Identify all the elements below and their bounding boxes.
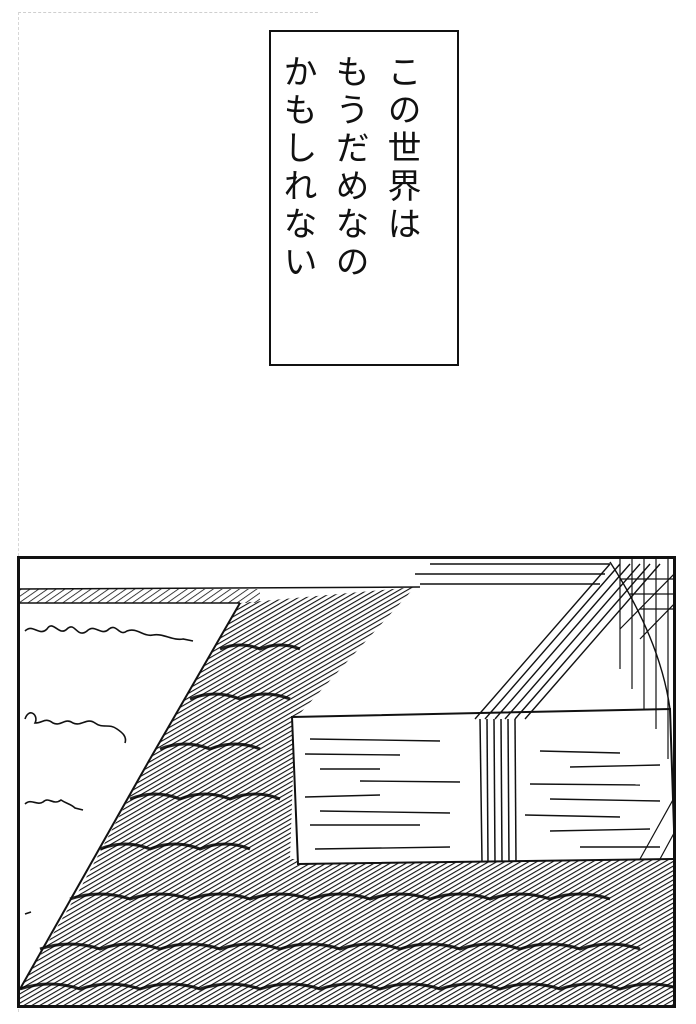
- shrub-scribbles: [24, 625, 194, 915]
- narration-caption-box: この世界は もうだめなの かもしれない: [269, 30, 459, 366]
- shrub-scribble-4: [24, 911, 32, 915]
- shrub-scribble-2: [24, 712, 127, 744]
- building-wall: [290, 707, 673, 866]
- narration-text: この世界は もうだめなの かもしれない: [271, 54, 427, 344]
- caption-line-3: かもしれない: [277, 54, 317, 282]
- page-guide-left: [18, 12, 19, 1012]
- crosshatch-corner: [619, 559, 673, 860]
- hedge-top-strip: [20, 586, 421, 604]
- caption-line-1: この世界は: [381, 54, 421, 244]
- manga-panel: [17, 556, 676, 1008]
- page-guide-top: [18, 12, 318, 13]
- shrub-scribble-3: [24, 799, 84, 811]
- shrub-scribble-1: [24, 625, 194, 642]
- cobblestone-path: [20, 587, 673, 1005]
- panel-illustration: [20, 559, 673, 1005]
- caption-line-2: もうだめなの: [329, 54, 369, 282]
- roof-beams: [415, 561, 671, 720]
- building-pillar: [479, 718, 517, 863]
